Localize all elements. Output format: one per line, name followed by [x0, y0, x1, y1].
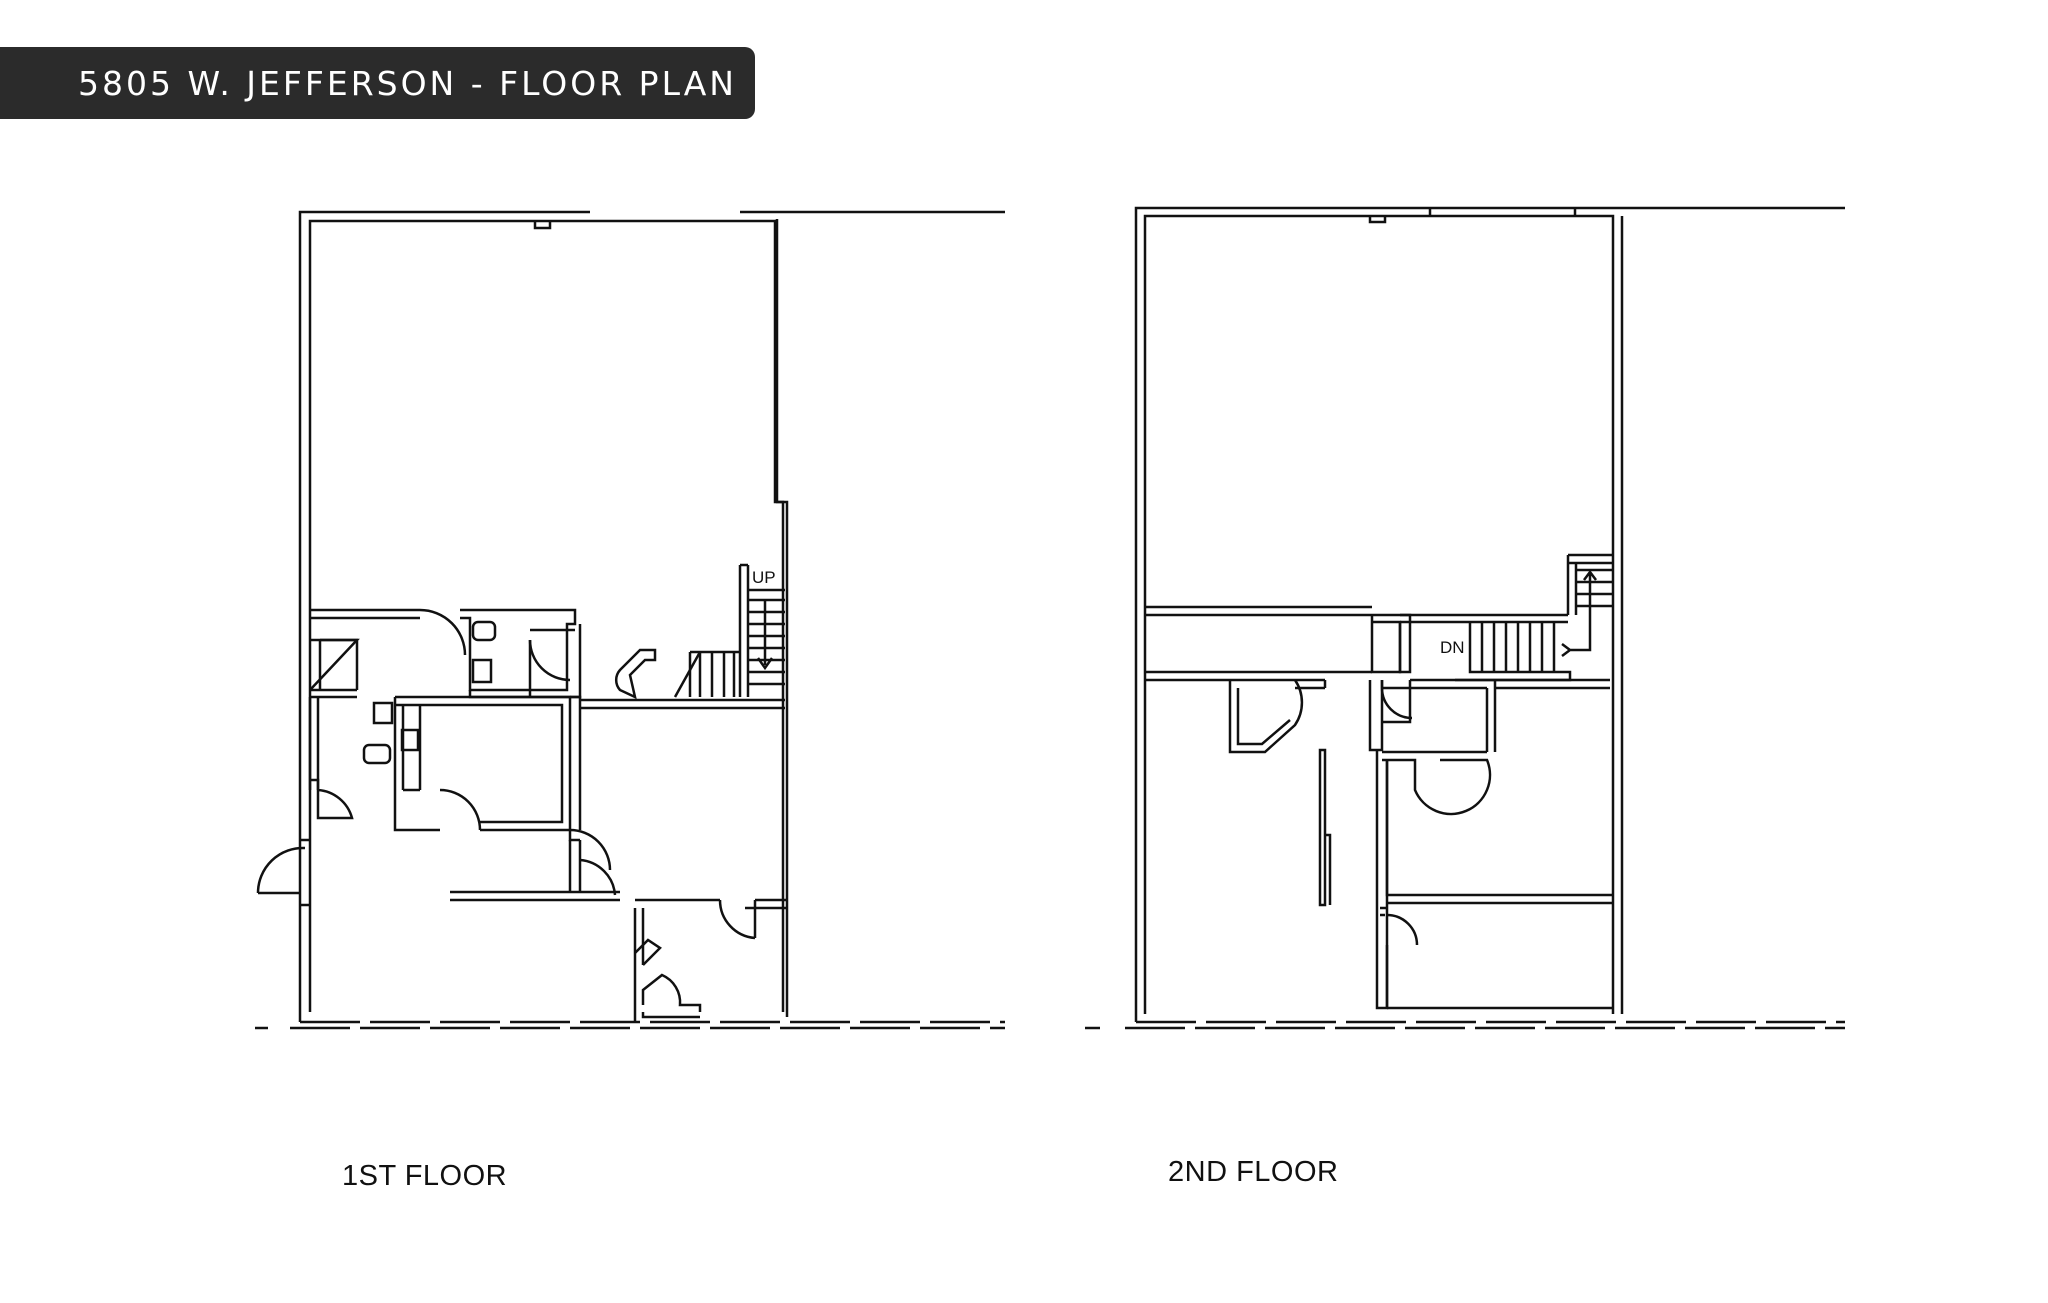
first-floor-stairs: [738, 563, 750, 697]
door-swing: [419, 608, 467, 656]
second-floor-base-line: [1125, 1020, 1845, 1030]
first-floor-hall-wall: [450, 890, 620, 902]
first-floor-label: 1ST FLOOR: [342, 1160, 508, 1192]
toilet-icon: [372, 701, 394, 725]
first-floor-restroom: [460, 608, 577, 692]
second-floor-partition: [1318, 748, 1332, 907]
first-floor-storage: [310, 638, 359, 699]
second-floor-plan: [1085, 206, 1845, 1030]
first-floor-inner-wall: [308, 219, 785, 1012]
toilet-icon: [471, 620, 497, 642]
second-floor-stair-label: DN: [1440, 638, 1465, 657]
toilet-icon: [362, 743, 392, 765]
second-floor-outer-wall: [1134, 206, 1845, 1022]
first-floor-base-line: [290, 1020, 1005, 1030]
first-floor-plan: [255, 210, 1005, 1030]
first-floor-stair-label: UP: [752, 568, 776, 587]
second-floor-corridor: [1145, 605, 1372, 617]
sink-icon: [471, 658, 493, 684]
page-title: 5805 W. JEFFERSON - FLOOR PLAN: [78, 63, 737, 103]
title-bar: 5805 W. JEFFERSON - FLOOR PLAN: [0, 47, 755, 119]
entry-door: [256, 838, 310, 907]
first-floor-outer-wall: [298, 210, 1005, 1022]
first-floor-office: [393, 695, 572, 832]
sink-icon: [400, 728, 420, 752]
second-floor-label: 2ND FLOOR: [1168, 1156, 1339, 1188]
